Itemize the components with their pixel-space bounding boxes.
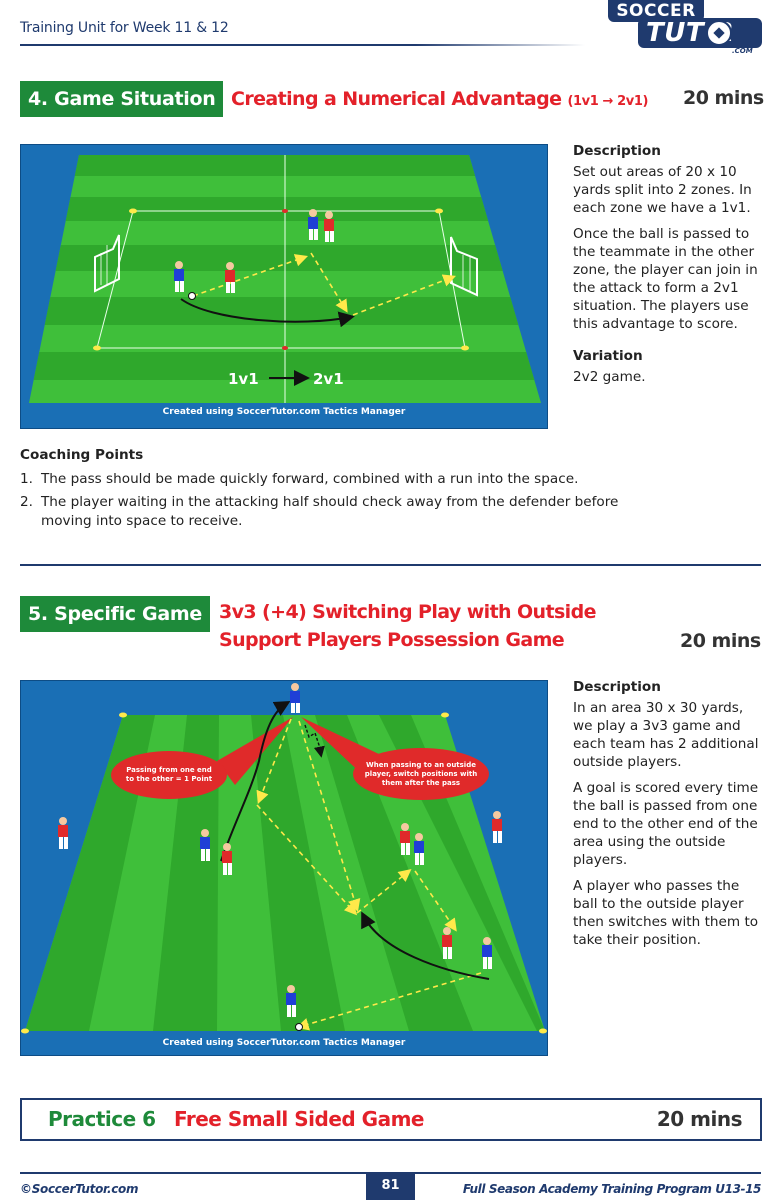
list-item-number: 2.: [20, 494, 33, 510]
practice6-title: Free Small Sided Game: [174, 1107, 425, 1131]
player-blue-bottom-right: [482, 937, 492, 969]
list-item: 1. The pass should be made quickly forwa…: [20, 470, 660, 489]
practice6-label: Practice 6: [48, 1107, 156, 1131]
player-red-bottom-right: [442, 927, 452, 959]
section4-diagram: 1v1 2v1 Created using SoccerTutor.com Ta…: [20, 144, 548, 429]
header-rule: [20, 44, 585, 46]
list-item: 2. The player waiting in the attacking h…: [20, 493, 660, 531]
logo-top-text: SOCCER: [608, 0, 704, 22]
soccertutor-logo: SOCCER TUT R .COM: [608, 0, 763, 56]
section5-desc-p1: In an area 30 x 30 yards, we play a 3v3 …: [573, 700, 759, 770]
bubble-left-line1: Passing from one end: [126, 766, 212, 774]
section5-title: 3v3 (+4) Switching Play with Outside Sup…: [219, 598, 596, 654]
player-red-2: [324, 211, 334, 242]
bubble-right-text: When passing to an outside player, switc…: [357, 761, 485, 788]
section4-title-main: Creating a Numerical Advantage: [231, 88, 562, 110]
player-red-left-outside: [58, 817, 68, 849]
section5-desc-p3: A player who passes the ball to the outs…: [573, 878, 759, 948]
player-red-left-mid: [222, 843, 232, 875]
player-blue-left-mid: [200, 829, 210, 861]
footer-program-title: Full Season Academy Training Program U13…: [462, 1182, 762, 1196]
player-red-1: [225, 262, 235, 293]
section5-diagram: Passing from one end to the other = 1 Po…: [20, 680, 548, 1056]
logo-ball-icon: [706, 20, 732, 46]
list-item-number: 1.: [20, 471, 33, 487]
diagram4-label-left: 1v1: [228, 370, 259, 388]
section4-tag: 4. Game Situation: [20, 81, 224, 117]
bubble-right-line1: When passing to an outside: [366, 761, 476, 769]
section4-variation-text: 2v2 game.: [573, 369, 646, 385]
bubble-left-text: Passing from one end to the other = 1 Po…: [117, 766, 221, 784]
bubble-left-line2: to the other = 1 Point: [125, 775, 213, 783]
section5-desc-heading: Description: [573, 679, 661, 695]
practice6-time: 20 mins: [656, 1107, 743, 1131]
player-blue-2: [308, 209, 318, 240]
section4-title-small: (1v1 → 2v1): [567, 94, 649, 109]
section-divider: [20, 564, 761, 566]
diagram5-credit: Created using SoccerTutor.com Tactics Ma…: [162, 1038, 406, 1048]
page-number: 81: [366, 1172, 415, 1200]
bubble-left: [111, 751, 227, 799]
cones: [21, 712, 547, 1034]
player-blue-1: [174, 261, 184, 292]
section5-pitch-svg: [21, 683, 547, 1034]
ball-icon: [295, 1023, 303, 1031]
diagram4-credit: Created using SoccerTutor.com Tactics Ma…: [162, 407, 406, 417]
coaching-points-heading: Coaching Points: [20, 447, 144, 463]
coaching-points-list: 1. The pass should be made quickly forwa…: [20, 470, 660, 535]
section4-variation-heading: Variation: [573, 348, 643, 364]
section4-desc-p2: Once the ball is passed to the teammate …: [573, 226, 758, 332]
section5-title-line1: 3v3 (+4) Switching Play with Outside: [219, 601, 596, 623]
diagram4-label-right: 2v1: [313, 370, 344, 388]
bubble-left-pointer: [217, 717, 293, 785]
section4-sidebar: Description Set out areas of 20 x 10 yar…: [573, 142, 763, 394]
player-blue-right-mid: [414, 833, 424, 865]
ball-icon: [188, 292, 196, 300]
section4-title: Creating a Numerical Advantage (1v1 → 2v…: [231, 85, 648, 116]
section5-time: 20 mins: [680, 630, 761, 652]
player-red-right-outside: [492, 811, 502, 843]
section5-tag: 5. Specific Game: [20, 596, 210, 632]
section5-sidebar: Description In an area 30 x 30 yards, we…: [573, 678, 763, 957]
logo-bottom-text: TUT R: [638, 18, 762, 48]
practice6-box: Practice 6 Free Small Sided Game 20 mins: [20, 1098, 762, 1141]
list-item-text: The pass should be made quickly forward,…: [41, 471, 579, 487]
player-blue-top: [290, 683, 300, 713]
section4-desc-heading: Description: [573, 143, 661, 159]
section4-pitch-svg: [29, 155, 541, 403]
section5-desc-p2: A goal is scored every time the ball is …: [573, 780, 759, 868]
section4-desc-p1: Set out areas of 20 x 10 yards split int…: [573, 164, 752, 216]
bubble-right-line2: player, switch positions with: [364, 770, 478, 778]
footer-copyright: ©SoccerTutor.com: [20, 1182, 139, 1196]
section5-title-line2: Support Players Possession Game: [219, 629, 565, 651]
list-item-text: The player waiting in the attacking half…: [41, 494, 619, 529]
cones: [93, 208, 469, 351]
player-red-right-mid: [400, 823, 410, 855]
bubble-right: [353, 748, 489, 800]
section4-time: 20 mins: [683, 87, 764, 109]
header-title: Training Unit for Week 11 & 12: [20, 20, 229, 36]
goal-left: [94, 234, 120, 293]
logo-com-text: .COM: [732, 47, 753, 55]
bubble-right-line3: them after the pass: [381, 779, 461, 787]
player-blue-bottom: [286, 985, 296, 1017]
